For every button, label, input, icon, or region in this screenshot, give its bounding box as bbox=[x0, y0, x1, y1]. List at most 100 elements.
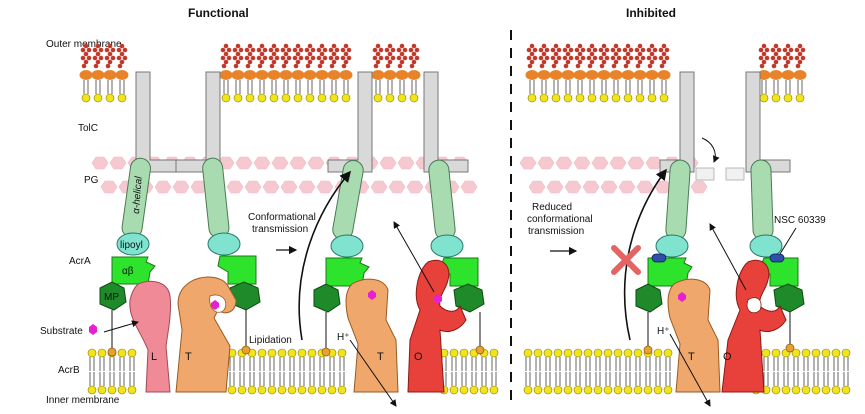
pg-hexagon bbox=[253, 156, 271, 170]
tolc-label: TolC bbox=[78, 123, 98, 134]
outer-membrane-lipid bbox=[317, 79, 327, 103]
outer-membrane-lipid bbox=[635, 79, 645, 103]
inner-membrane-lipid bbox=[287, 371, 297, 395]
alpha-beta-label: αβ bbox=[122, 266, 134, 277]
inner-membrane-lipid bbox=[523, 348, 533, 372]
state-label-tight: T bbox=[185, 351, 192, 363]
lipid-anchor bbox=[321, 347, 331, 357]
inner-membrane-lipid bbox=[573, 371, 583, 395]
state-label-tight-2: T bbox=[377, 351, 384, 363]
acrb-tight bbox=[175, 276, 237, 393]
pg-hexagon bbox=[397, 156, 415, 170]
lps-molecule bbox=[339, 43, 353, 80]
lps-molecule bbox=[407, 43, 421, 80]
lps-molecule bbox=[793, 43, 807, 80]
blocked-cross bbox=[611, 245, 641, 275]
inner-membrane-lipid bbox=[117, 371, 127, 395]
tolc-channel bbox=[659, 71, 695, 173]
outer-membrane-label: Outer membrane bbox=[46, 39, 122, 50]
inner-membrane-lipid bbox=[583, 348, 593, 372]
inner-membrane-lipid bbox=[523, 371, 533, 395]
inner-membrane-lipid bbox=[117, 348, 127, 372]
pg-hexagon bbox=[600, 180, 618, 194]
inner-membrane-lipid bbox=[317, 371, 327, 395]
pg-hexagon bbox=[154, 180, 172, 194]
inner-membrane-lipid bbox=[613, 371, 623, 395]
lipoyl-domain bbox=[116, 232, 150, 256]
inner-membrane-lipid bbox=[277, 371, 287, 395]
substrate-hexagon bbox=[368, 290, 376, 300]
inner-membrane-lipid bbox=[533, 348, 543, 372]
lps-molecule bbox=[327, 43, 341, 80]
inner-membrane-lipid bbox=[633, 371, 643, 395]
inner-membrane-lipid bbox=[603, 371, 613, 395]
outer-membrane-lipid bbox=[341, 79, 351, 103]
outer-membrane-lipid bbox=[397, 79, 407, 103]
substrate-exit-arrow bbox=[709, 223, 747, 291]
pg-hexagon bbox=[519, 156, 537, 170]
inner-membrane-lipid bbox=[459, 371, 469, 395]
outer-membrane-lipid bbox=[759, 79, 769, 103]
inner-membrane-lipid bbox=[821, 348, 831, 372]
binding-pocket bbox=[746, 297, 762, 314]
pump-loose: α-helical lipoyl αβ MP L bbox=[99, 71, 181, 393]
inner-membrane-lipid bbox=[337, 371, 347, 395]
acrb-tight bbox=[345, 278, 399, 393]
lps-molecule bbox=[609, 43, 623, 80]
inhibitor-bound bbox=[769, 253, 785, 263]
outer-membrane-lipid bbox=[117, 79, 127, 103]
outer-membrane-lipid bbox=[575, 79, 585, 103]
acrb-label: AcrB bbox=[58, 365, 80, 376]
lps-molecule bbox=[231, 43, 245, 80]
acrb-open bbox=[721, 259, 787, 393]
inner-membrane-lipid bbox=[489, 348, 499, 372]
inner-membrane-lipid bbox=[603, 348, 613, 372]
pg-hexagon bbox=[235, 156, 253, 170]
outer-membrane-lipid bbox=[551, 79, 561, 103]
mp-domain bbox=[453, 283, 485, 313]
inner-membrane-lipid bbox=[831, 371, 841, 395]
alpha-beta-domain bbox=[325, 257, 370, 287]
inner-membrane-lipid bbox=[87, 371, 97, 395]
inner-membrane-lipid bbox=[127, 348, 137, 372]
state-label-open: O bbox=[414, 351, 423, 363]
state-label-loose: L bbox=[151, 351, 157, 363]
inner-membrane-lipid bbox=[107, 371, 117, 395]
inhibited-header: Inhibited bbox=[626, 6, 676, 20]
outer-membrane bbox=[79, 43, 807, 103]
outer-membrane-lipid bbox=[329, 79, 339, 103]
inner-membrane-lipid bbox=[593, 371, 603, 395]
inner-membrane-lipid bbox=[97, 371, 107, 395]
outer-membrane-lipid bbox=[659, 79, 669, 103]
efflux-path-arrow bbox=[623, 168, 667, 341]
outer-membrane-lipid bbox=[771, 79, 781, 103]
lps-molecule bbox=[291, 43, 305, 80]
inner-membrane-lipid bbox=[87, 348, 97, 372]
inner-membrane-lipid bbox=[97, 348, 107, 372]
tolc-gap bbox=[725, 167, 745, 181]
conformational-label-line2: transmission bbox=[252, 224, 308, 235]
inhibitor-pointer bbox=[779, 227, 797, 255]
lps-molecule bbox=[383, 43, 397, 80]
inner-membrane-lipid bbox=[791, 348, 801, 372]
inner-membrane-lipid bbox=[771, 348, 781, 372]
outer-membrane-lipid bbox=[795, 79, 805, 103]
pg-hexagon bbox=[289, 156, 307, 170]
inner-membrane-lipid bbox=[653, 371, 663, 395]
lipid-anchor bbox=[107, 347, 117, 357]
inner-membrane-lipid bbox=[573, 348, 583, 372]
tolc-channel bbox=[327, 71, 373, 173]
pg-hexagon bbox=[582, 180, 600, 194]
inner-membrane-lipid bbox=[543, 348, 553, 372]
inner-membrane-lipid bbox=[623, 371, 633, 395]
reduced-label-line2: conformational bbox=[527, 214, 593, 225]
pg-hexagon bbox=[406, 180, 424, 194]
outer-membrane-lipid bbox=[305, 79, 315, 103]
lipid-anchor bbox=[475, 345, 485, 355]
outer-membrane-lipid bbox=[599, 79, 609, 103]
inner-membrane-lipid bbox=[593, 348, 603, 372]
pg-hexagon bbox=[573, 156, 591, 170]
outer-membrane-lipid bbox=[221, 79, 231, 103]
inhibitor-bound bbox=[651, 253, 667, 263]
inner-membrane-lipid bbox=[237, 371, 247, 395]
